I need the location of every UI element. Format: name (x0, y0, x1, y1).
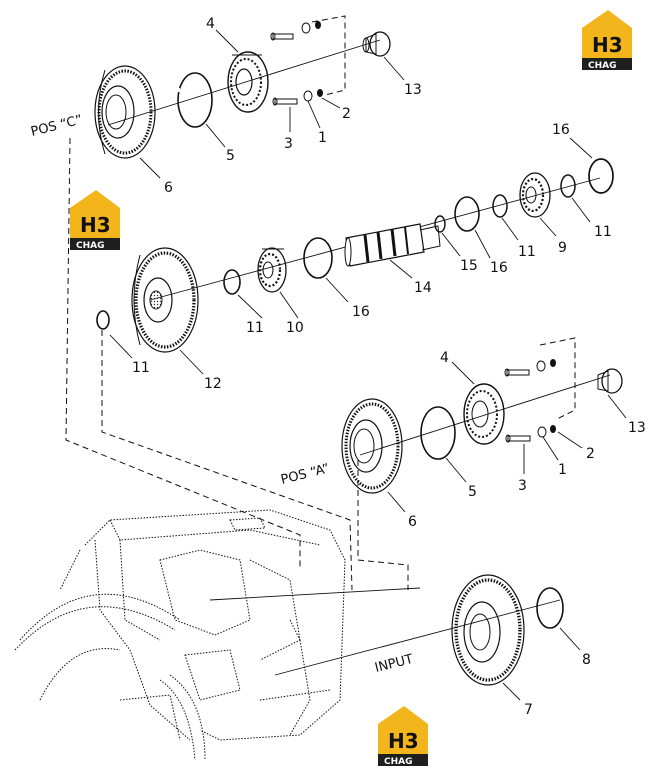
callout-15: 15 (460, 258, 478, 274)
snap-ring-5-top (176, 72, 213, 128)
snap-ring-11-right (560, 174, 576, 198)
callout-4-top: 4 (206, 16, 215, 32)
snap-ring-16-right (588, 158, 614, 194)
snap-ring-8 (536, 587, 564, 629)
cap-13-mid (597, 368, 623, 394)
callout-16-a: 16 (552, 122, 570, 138)
snap-ring-16-left (303, 237, 333, 279)
logo-bottom: H3 CHAG (378, 706, 428, 767)
o-ring-15 (434, 215, 446, 233)
callout-16-b: 16 (490, 260, 508, 276)
callout-8: 8 (582, 652, 591, 668)
snap-ring-11-left (96, 310, 110, 330)
callout-7: 7 (524, 702, 533, 718)
callout-leaders (109, 29, 627, 701)
gear-6-mid (341, 398, 403, 494)
bearing-10 (257, 247, 287, 293)
callout-6-top: 6 (164, 180, 173, 196)
callout-16-c: 16 (352, 304, 370, 320)
gear-12 (131, 247, 199, 353)
logo-brand-text: CHAG (76, 241, 105, 251)
shaft-14 (344, 223, 441, 267)
gearbox-housing (14, 509, 346, 761)
input-label: INPUT (373, 652, 414, 676)
callout-13-mid: 13 (628, 420, 646, 436)
pos-c-label: POS “C” (29, 113, 84, 140)
logo-mark-text: H3 (388, 729, 419, 753)
bolt-3-lower-mid (505, 425, 556, 443)
bolt-3-upper-top (270, 21, 321, 41)
logo-mark-text: H3 (80, 213, 111, 237)
callout-11-d: 11 (132, 360, 150, 376)
gear-7-input (451, 574, 525, 686)
bearing-4-mid (463, 383, 505, 445)
axis-lines (107, 39, 611, 676)
callout-1-mid: 1 (558, 462, 567, 478)
callout-4-mid: 4 (440, 350, 449, 366)
callout-6-mid: 6 (408, 514, 417, 530)
bolt-3-lower-top (272, 89, 323, 106)
gear-6-top (94, 65, 156, 159)
callout-9: 9 (558, 240, 567, 256)
callout-10: 10 (286, 320, 304, 336)
callout-3-top: 3 (284, 136, 293, 152)
bolt-3-upper-mid (504, 359, 556, 377)
bearing-9 (519, 172, 551, 218)
snap-ring-16-mid (454, 196, 480, 232)
snap-ring-11-mid-left (223, 269, 241, 295)
snap-ring-11-mid-right (492, 194, 508, 218)
callout-1-top: 1 (318, 130, 327, 146)
cap-13-top (362, 31, 391, 57)
logo-left: H3 CHAG (70, 190, 120, 251)
logo-top-right: H3 CHAG (582, 10, 632, 71)
bearing-4-top (227, 51, 269, 113)
callout-2-top: 2 (342, 106, 351, 122)
callout-5-top: 5 (226, 148, 235, 164)
logo-mark-text: H3 (592, 33, 623, 57)
callout-5-mid: 5 (468, 484, 477, 500)
callout-14: 14 (414, 280, 432, 296)
callout-3-mid: 3 (518, 478, 527, 494)
dashed-assembly-lines (65, 15, 576, 591)
callout-13-top: 13 (404, 82, 422, 98)
pos-a-label: POS “A” (279, 461, 331, 488)
callout-11-c: 11 (246, 320, 264, 336)
callout-numbers: 4 5 6 3 1 2 13 16 11 9 11 16 15 14 16 10… (132, 16, 646, 718)
logo-brand-text: CHAG (588, 61, 617, 71)
callout-11-b: 11 (518, 244, 536, 260)
logo-brand-text: CHAG (384, 757, 413, 767)
callout-12: 12 (204, 376, 222, 392)
callout-2-mid: 2 (586, 446, 595, 462)
callout-11-a: 11 (594, 224, 612, 240)
snap-ring-5-mid (420, 406, 456, 460)
